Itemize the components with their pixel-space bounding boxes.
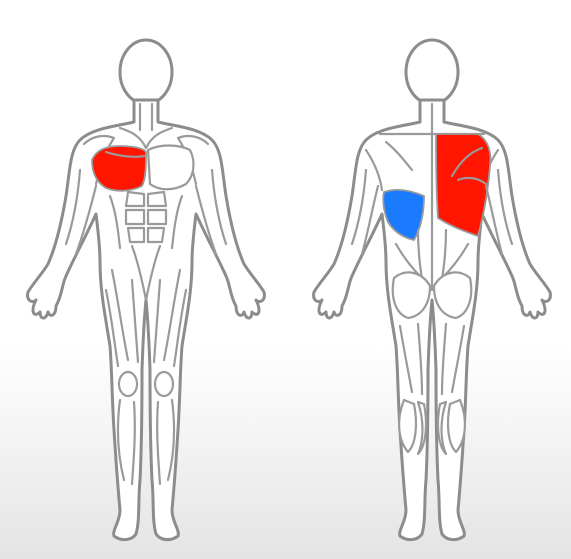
lat-left-highlight [382, 189, 425, 241]
front-figure [26, 38, 266, 542]
front-chest-right [146, 144, 195, 191]
back-right-highlight [435, 133, 492, 237]
back-figure [312, 38, 552, 542]
chest-left-highlight [91, 145, 147, 192]
front-head [118, 38, 174, 106]
back-head [404, 38, 460, 106]
